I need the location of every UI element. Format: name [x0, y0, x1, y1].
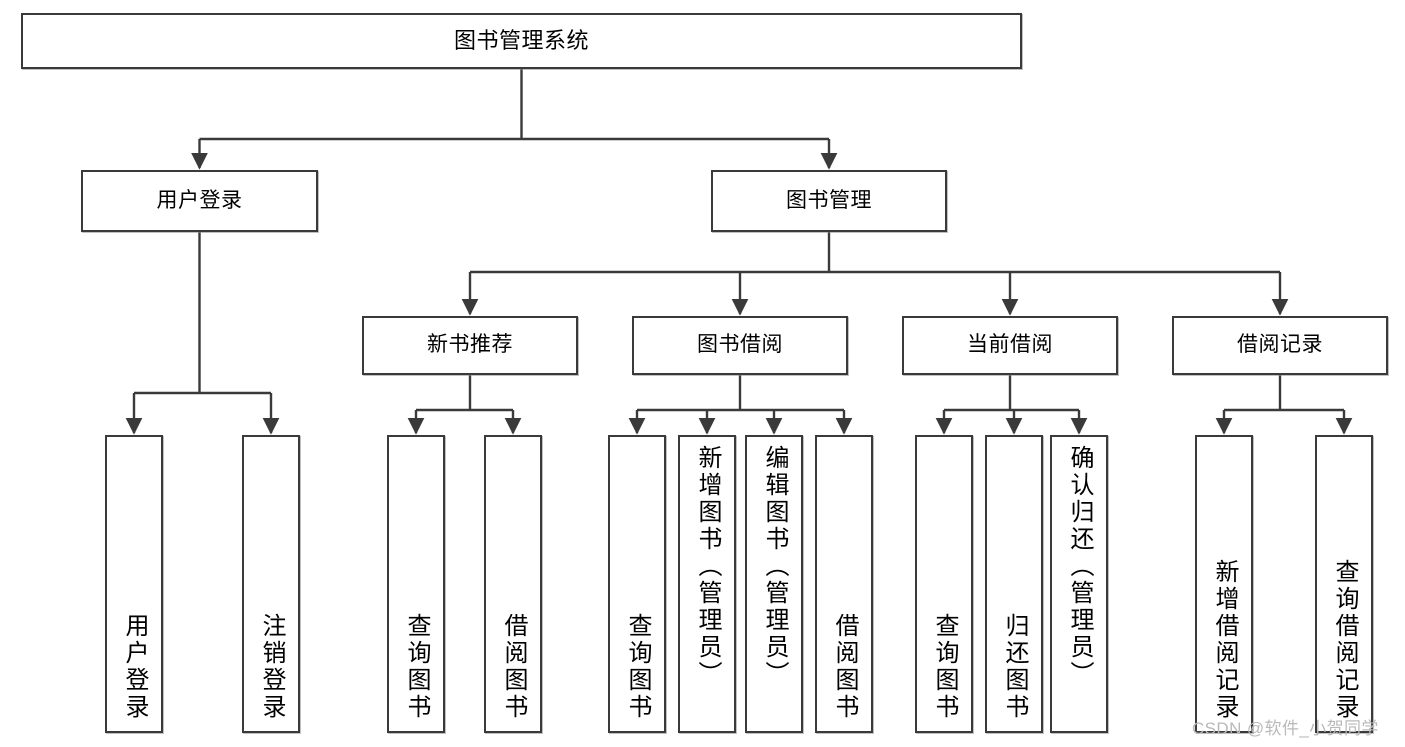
- node-label: 查询图书: [624, 613, 651, 721]
- node-label: 查询借阅记录: [1331, 559, 1358, 721]
- watermark-text: CSDN @软件_小贺同学: [1192, 719, 1379, 738]
- node-borrow-record[interactable]: 借阅记录: [1172, 316, 1388, 375]
- node-label: 注销登录: [258, 613, 285, 721]
- node-leaf-query-book-3[interactable]: 查询图书: [915, 435, 973, 733]
- node-label: 用户登录: [121, 613, 148, 721]
- node-user-login[interactable]: 用户登录: [81, 170, 318, 232]
- node-label: 新增借阅记录: [1211, 559, 1238, 721]
- node-label: 借阅记录: [1237, 333, 1323, 357]
- node-label: 归还图书: [1001, 613, 1028, 721]
- node-leaf-query-record[interactable]: 查询借阅记录: [1315, 435, 1373, 733]
- node-label: 图书管理: [786, 188, 872, 212]
- node-label: 查询图书: [931, 613, 958, 721]
- node-leaf-query-book-1[interactable]: 查询图书: [387, 435, 445, 733]
- node-leaf-borrow-book-1[interactable]: 借阅图书: [484, 435, 542, 733]
- node-label: 图书管理系统: [453, 28, 589, 54]
- node-leaf-edit-book[interactable]: 编辑图书（管理员）: [745, 435, 803, 733]
- node-leaf-user-login[interactable]: 用户登录: [105, 435, 163, 733]
- node-label: 新书推荐: [427, 333, 513, 357]
- node-book-borrow[interactable]: 图书借阅: [632, 316, 848, 375]
- node-leaf-return-book[interactable]: 归还图书: [985, 435, 1043, 733]
- node-label: 借阅图书: [500, 613, 527, 721]
- node-leaf-add-book[interactable]: 新增图书（管理员）: [678, 435, 736, 733]
- node-label: 图书借阅: [697, 333, 783, 357]
- node-label: 确认归还（管理员）: [1066, 445, 1093, 688]
- node-current-borrow[interactable]: 当前借阅: [902, 316, 1118, 375]
- node-new-book-rec[interactable]: 新书推荐: [362, 316, 578, 375]
- node-label: 借阅图书: [831, 613, 858, 721]
- node-label: 用户登录: [156, 188, 243, 212]
- node-leaf-query-book-2[interactable]: 查询图书: [608, 435, 666, 733]
- node-book-manage[interactable]: 图书管理: [711, 170, 947, 232]
- node-leaf-borrow-book-2[interactable]: 借阅图书: [815, 435, 873, 733]
- node-label: 查询图书: [403, 613, 430, 721]
- node-leaf-add-record[interactable]: 新增借阅记录: [1195, 435, 1253, 733]
- node-label: 编辑图书（管理员）: [761, 445, 788, 688]
- node-root[interactable]: 图书管理系统: [21, 13, 1022, 69]
- node-label: 当前借阅: [967, 333, 1053, 357]
- node-label: 新增图书（管理员）: [694, 445, 721, 688]
- node-leaf-logout[interactable]: 注销登录: [242, 435, 300, 733]
- node-leaf-confirm-return[interactable]: 确认归还（管理员）: [1050, 435, 1108, 733]
